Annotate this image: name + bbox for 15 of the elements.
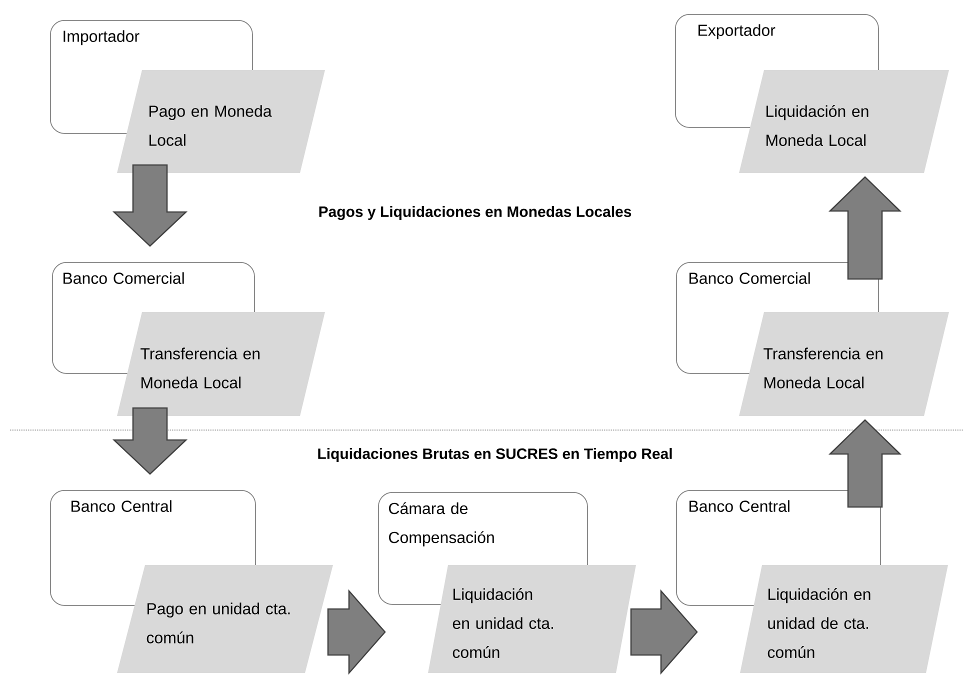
section-heading: Pagos y Liquidaciones en Monedas Locales	[319, 206, 632, 220]
block-arrow	[828, 419, 902, 508]
block-arrow	[630, 589, 698, 675]
section-heading: Liquidaciones Brutas en SUCRES en Tiempo Real	[318, 448, 672, 462]
block-arrow	[327, 589, 386, 675]
parallelogram: Pago en Moneda Local	[117, 70, 325, 173]
parallelogram: Transferencia en Moneda Local	[739, 312, 949, 416]
parallelogram: Pago en unidad cta. común	[117, 565, 333, 673]
parallelogram: Liquidación en unidad cta. común	[428, 565, 636, 673]
block-arrow	[112, 164, 188, 247]
parallelogram: Liquidación en unidad de cta. común	[740, 565, 948, 673]
block-arrow	[112, 407, 188, 475]
parallelogram: Transferencia en Moneda Local	[117, 312, 325, 416]
parallelogram: Liquidación en Moneda Local	[739, 70, 949, 173]
block-arrow	[828, 176, 902, 280]
